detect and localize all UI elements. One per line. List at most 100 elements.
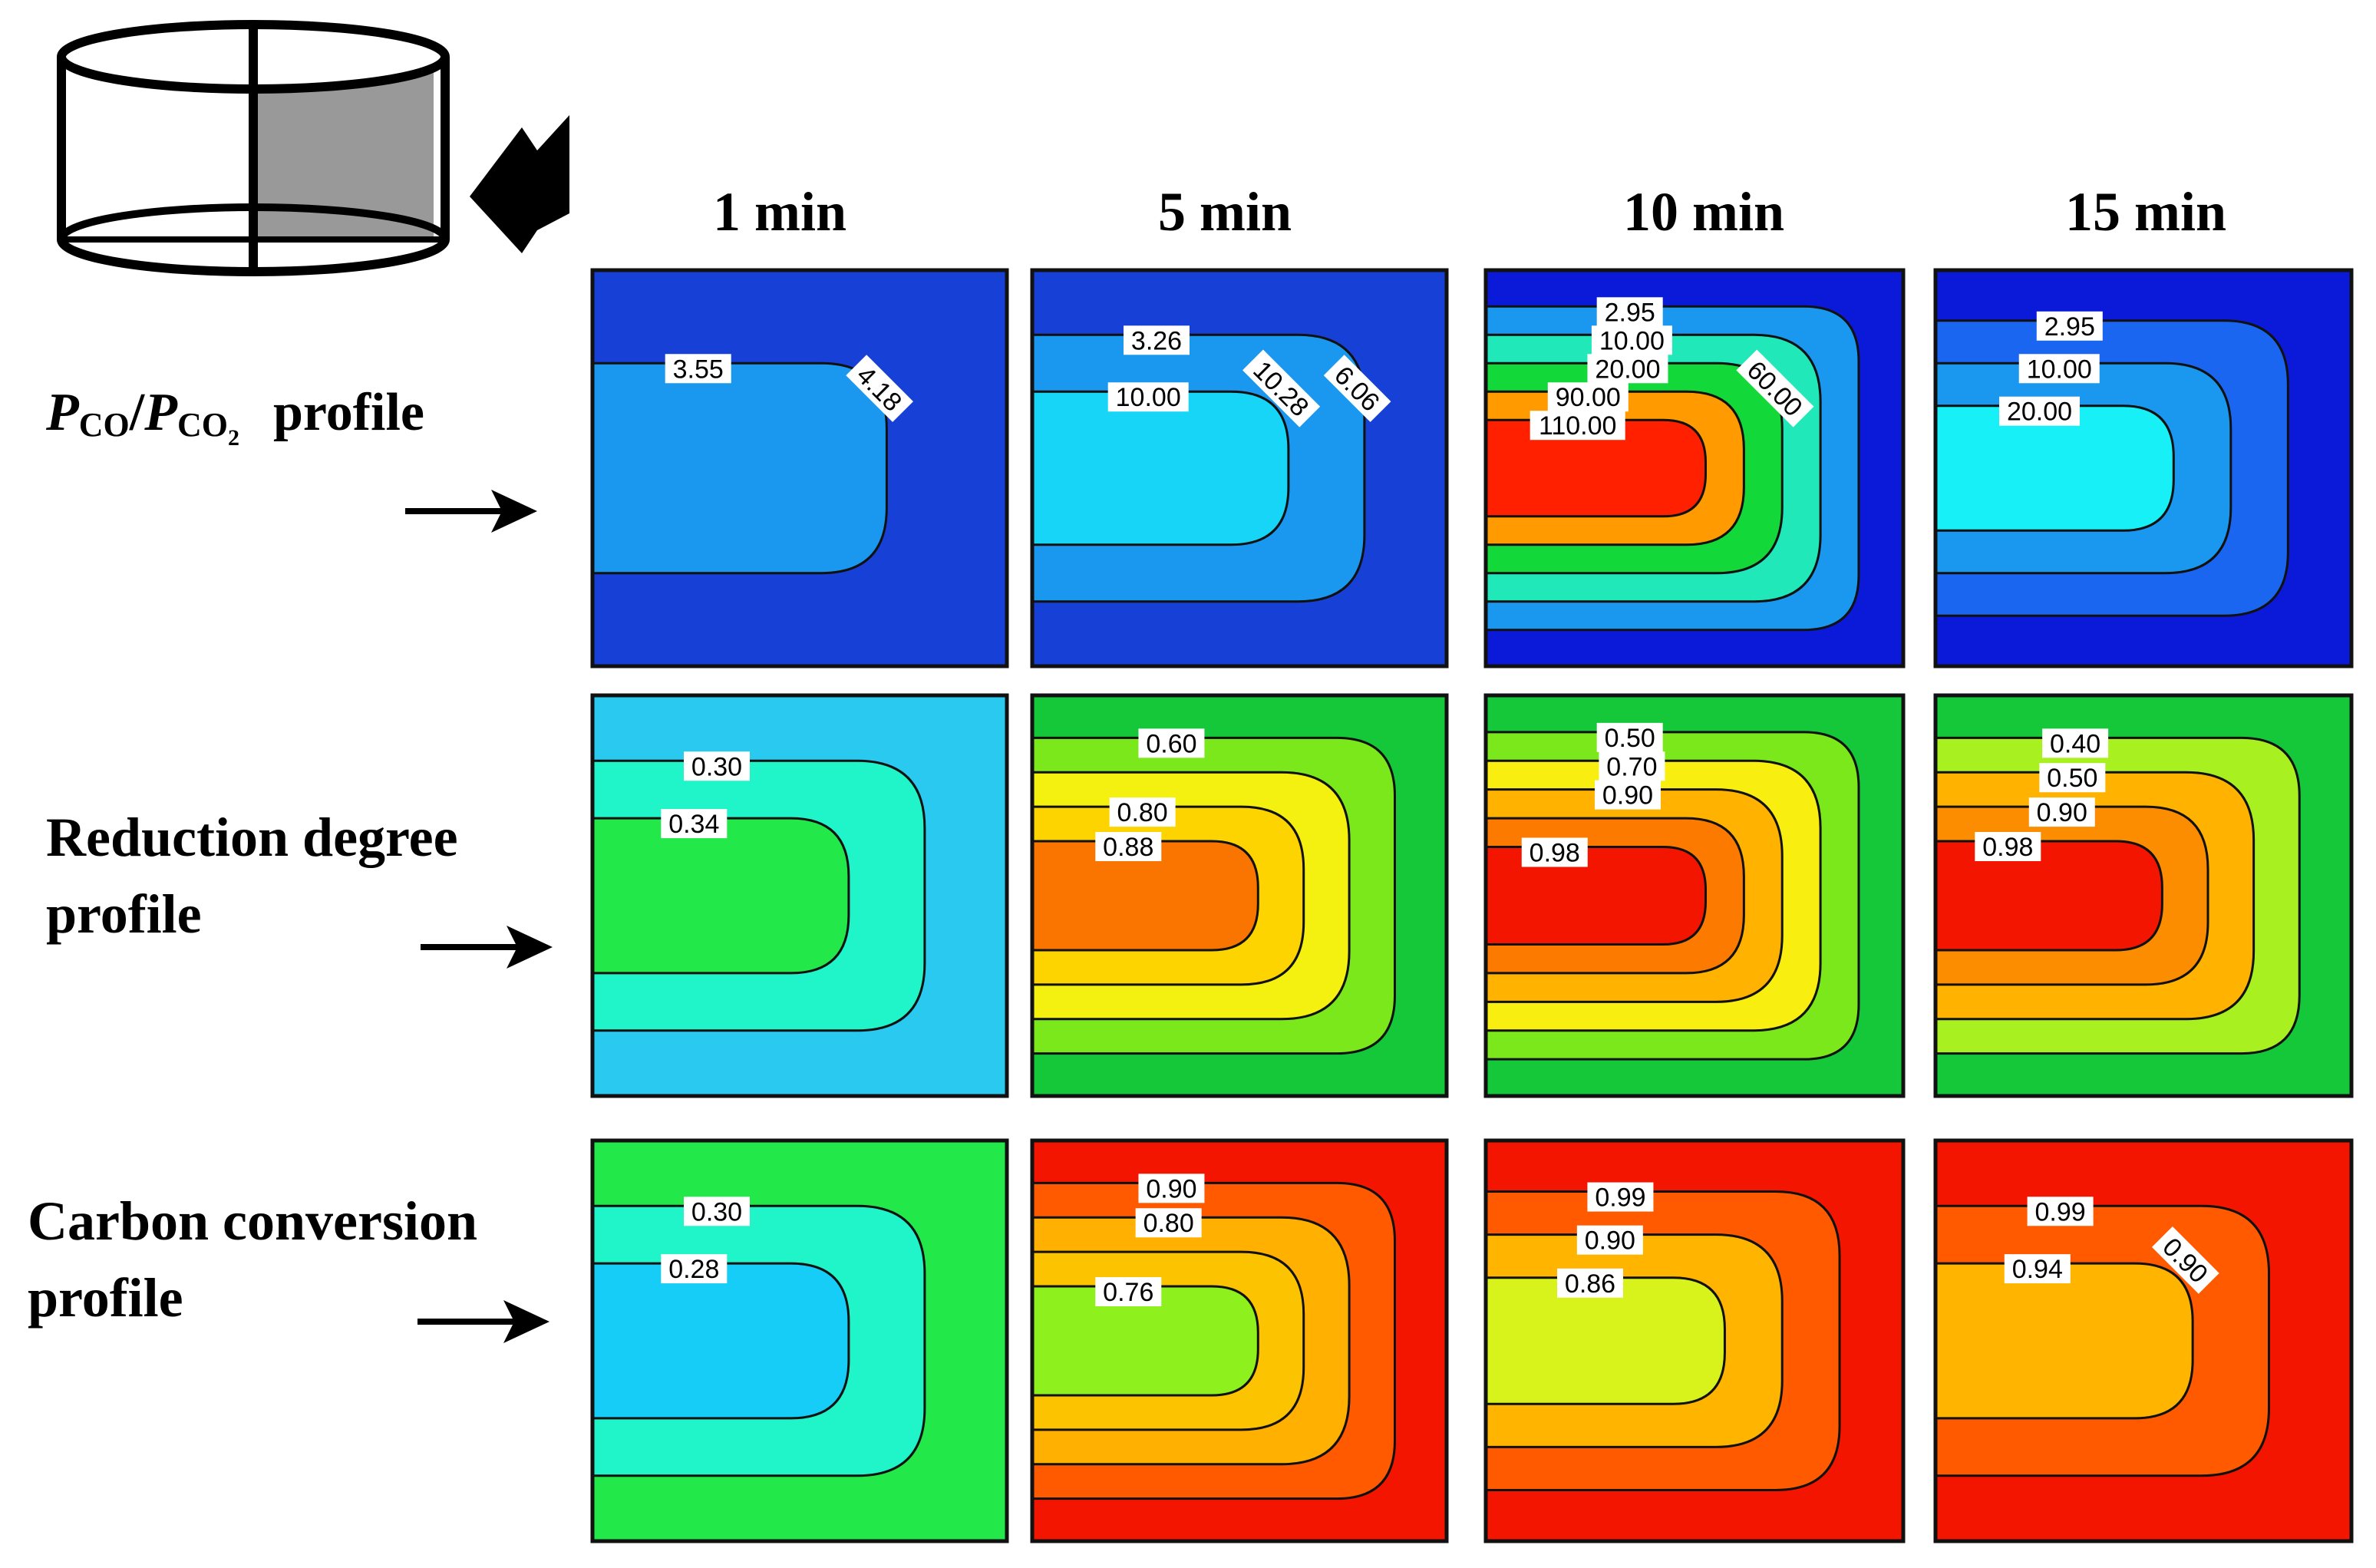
contour-label: 0.90: [2028, 797, 2095, 827]
contour-band-5: [1484, 845, 1708, 946]
contour-label-text: 0.28: [668, 1255, 719, 1284]
contour-label: 0.80: [1135, 1208, 1202, 1238]
panel-r3-c3: 0.990.900.86: [1483, 1138, 1906, 1543]
time-header-2: 5 min: [1158, 181, 1292, 243]
contour-label-bg: [1323, 355, 1391, 422]
contour-label-text: 0.70: [1606, 752, 1657, 781]
contour-band-3: [1484, 1276, 1726, 1405]
contour-label-text: 0.50: [1605, 724, 1655, 753]
contour-label: 0.76: [1095, 1277, 1162, 1307]
contour-label-bg: [1594, 780, 1661, 810]
contour-label: 20.00: [1587, 354, 1668, 384]
contour-band-4: [1934, 840, 2163, 952]
panel-r2-c3: 0.500.700.90 0.98: [1483, 693, 1906, 1098]
contour-label: 0.60: [1138, 728, 1205, 758]
contour-label-text: 3.26: [1131, 326, 1182, 355]
contour-label-bg: [2028, 797, 2095, 827]
panel-r2-c1: 0.30 0.34: [590, 693, 1009, 1098]
contour-label: 0.94: [2004, 1254, 2071, 1284]
contour-label-text: 10.00: [1599, 326, 1665, 355]
contour-label-bg: [1596, 297, 1663, 327]
contour-label-bg: [1135, 1208, 1202, 1238]
contour-label: 0.90: [1594, 780, 1661, 810]
contour-label: 90.00: [1547, 382, 1629, 412]
contour-band-3: [1934, 404, 2175, 532]
contour-label: 0.50: [1596, 722, 1663, 753]
panel-frame: [1030, 693, 1449, 1098]
time-header-3: 10 min: [1623, 181, 1784, 243]
contour-label-bg: [1599, 751, 1665, 781]
panel-frame: [1933, 1138, 2354, 1543]
contour-band-4: [1031, 1285, 1259, 1397]
contour-band-5: [1484, 418, 1708, 518]
contour-band-4: [1031, 840, 1259, 952]
panel-frame: [1483, 268, 1906, 668]
contour-label-text: 0.98: [1530, 838, 1580, 867]
contour-label-text: 0.88: [1103, 833, 1153, 862]
contour-label-bg: [2004, 1254, 2071, 1284]
contour-label: 0.98: [1975, 832, 2041, 862]
contour-label-bg: [661, 1254, 728, 1284]
contour-label-text: 0.50: [2047, 764, 2097, 793]
contour-label-bg: [1587, 1182, 1654, 1212]
contour-label: 3.26: [1124, 325, 1190, 355]
contour-label: 0.40: [2042, 728, 2109, 758]
contour-label: 0.70: [1599, 751, 1665, 781]
contour-label-bg: [1242, 349, 1321, 427]
contour-label: 0.98: [1521, 837, 1588, 867]
time-header-4: 15 min: [2065, 181, 2226, 243]
contour-label: 0.34: [661, 809, 728, 839]
contour-label-text: 2.95: [1605, 298, 1655, 327]
contour-label: 0.30: [684, 751, 750, 781]
row-label-p2: P: [144, 383, 178, 442]
contour-label-bg: [2036, 311, 2103, 341]
contour-label-bg: [1576, 1225, 1643, 1255]
contour-label: 10.00: [1591, 325, 1672, 355]
contour-label-bg: [2018, 354, 2100, 384]
pointer-arrow-icon: [470, 115, 569, 253]
panel-frame: [590, 268, 1009, 668]
contour-label-text: 0.99: [2035, 1197, 2086, 1226]
contour-label-bg: [2039, 763, 2106, 793]
contour-label: 10.00: [2018, 354, 2100, 384]
contour-label-text: 0.90: [2037, 798, 2087, 827]
row-label-slash: /: [129, 383, 146, 442]
panel-frame: [1933, 693, 2354, 1098]
contour-label-text: 110.00: [1539, 411, 1616, 441]
contour-label-bg: [1138, 1174, 1205, 1203]
time-headers: 1 min 5 min 10 min 15 min: [713, 181, 2226, 243]
contour-label-text: 0.98: [1982, 833, 2033, 862]
contour-label-text: 0.80: [1117, 798, 1168, 827]
contour-label: 0.28: [661, 1254, 728, 1284]
row-label-sub2: CO: [177, 406, 228, 444]
contour-label-text: 0.99: [1595, 1183, 1645, 1213]
contour-label: 110.00: [1530, 411, 1625, 441]
contour-label-bg: [1521, 837, 1588, 867]
contour-label-text: 0.90: [1602, 781, 1653, 810]
contour-label: 0.99: [1587, 1182, 1654, 1213]
contour-label-bg: [1124, 325, 1190, 355]
contour-label-text: 0.94: [2012, 1255, 2063, 1284]
contour-band-2: [591, 817, 850, 975]
contour-label-text: 0.76: [1103, 1278, 1153, 1307]
contour-label: 0.90: [1138, 1174, 1205, 1203]
contour-label: 10.00: [1107, 382, 1189, 412]
contour-label: 0.99: [2027, 1197, 2094, 1226]
time-header-1: 1 min: [713, 181, 846, 243]
contour-label-bg: [846, 355, 913, 422]
row-label-3-line-1: Carbon conversion: [28, 1190, 477, 1252]
contour-label-bg: [1587, 354, 1668, 384]
contour-band-1: [591, 361, 888, 575]
contour-label-text: 90.00: [1556, 383, 1621, 412]
contour-label-text: 0.30: [691, 752, 742, 781]
contour-label-text: 0.30: [691, 1197, 742, 1226]
contour-band-2: [1934, 1262, 2194, 1420]
panel-frame: [590, 1138, 1009, 1543]
